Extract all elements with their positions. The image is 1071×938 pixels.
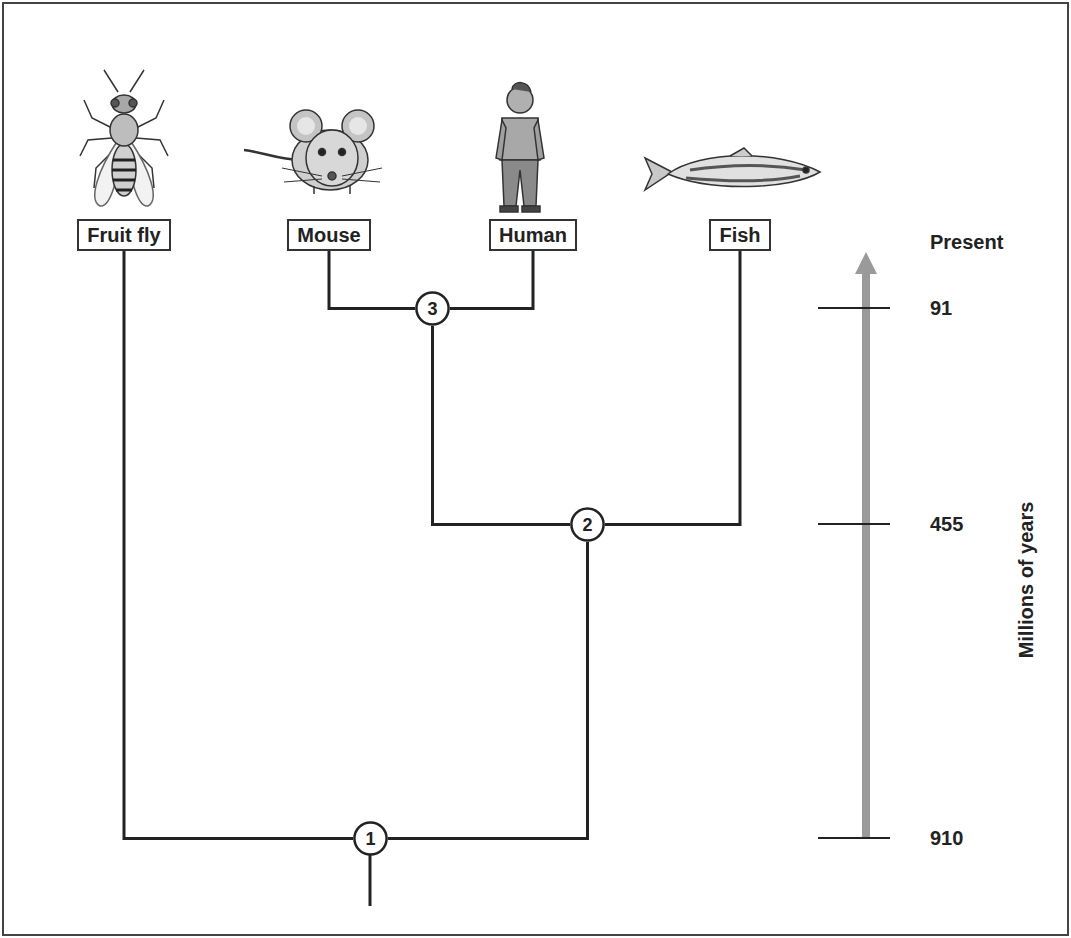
- circle-shape: [354, 822, 386, 854]
- branch-node-circle: 2: [570, 507, 605, 542]
- time-value: 910: [930, 826, 963, 850]
- axis-title: Millions of years: [1014, 502, 1038, 659]
- fish-illustration: [645, 148, 820, 190]
- species-box: Human: [489, 219, 577, 251]
- time-value: 455: [930, 512, 963, 536]
- axis-end-label: Present: [930, 230, 1003, 254]
- node-number: 3: [427, 299, 437, 319]
- branch-node-circle: 1: [353, 821, 388, 856]
- time-value: 91: [930, 296, 952, 320]
- tree-branch: [450, 251, 533, 309]
- circle-shape: [571, 508, 603, 540]
- mouse-illustration: [244, 110, 382, 194]
- human-illustration: [496, 83, 544, 212]
- fruit-fly-illustration: [80, 70, 168, 206]
- time-arrowhead: [855, 252, 877, 274]
- tree-branch: [124, 251, 353, 839]
- tick-mark: [818, 837, 890, 839]
- node-number: 1: [365, 829, 375, 849]
- tree-branch: [605, 251, 740, 525]
- species-name: Human: [499, 223, 567, 247]
- tree-branch: [329, 251, 415, 309]
- tick-mark: [818, 523, 890, 525]
- tick-mark: [818, 307, 890, 309]
- tree-branch: [388, 542, 588, 839]
- circle-shape: [416, 292, 448, 324]
- species-box: Fruit fly: [77, 219, 171, 251]
- branch-node-circle: 3: [415, 291, 450, 326]
- time-arrow: [862, 272, 870, 838]
- node-number: 2: [582, 515, 592, 535]
- species-box: Fish: [709, 219, 771, 251]
- species-box: Mouse: [287, 219, 371, 251]
- figure-frame: [3, 3, 1068, 935]
- root-stem: [369, 855, 372, 906]
- tree-branch: [433, 326, 571, 525]
- species-name: Fish: [719, 223, 760, 247]
- species-name: Fruit fly: [87, 223, 160, 247]
- species-name: Mouse: [297, 223, 360, 247]
